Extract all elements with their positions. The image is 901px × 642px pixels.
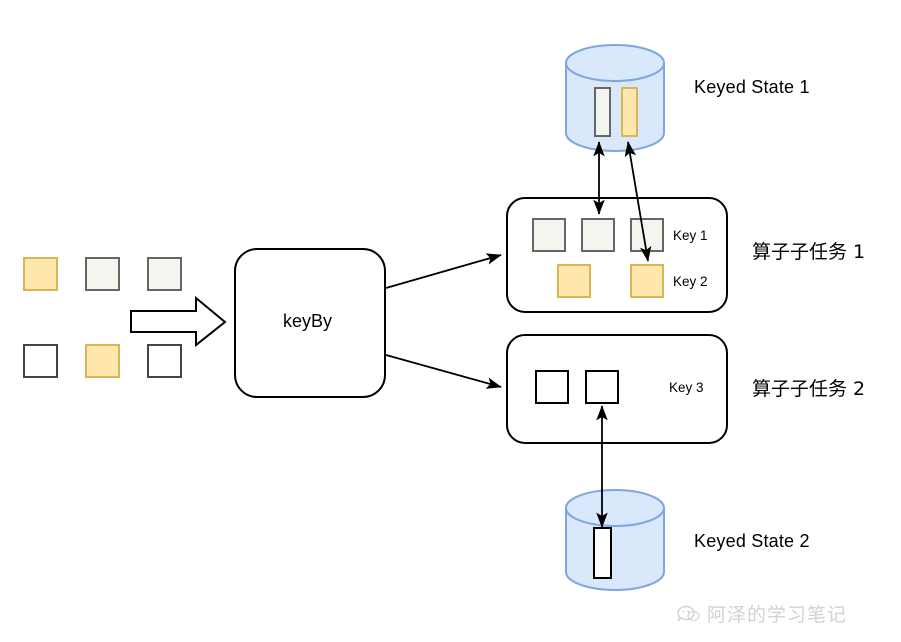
state1-bar-gray	[594, 87, 611, 137]
keyed-state-2-cylinder-body	[565, 507, 665, 591]
key2-square-2	[630, 264, 664, 298]
key1-square-2	[581, 218, 615, 252]
record-gray-2	[147, 257, 182, 291]
arrow-keyby-to-subtask-2	[385, 354, 502, 389]
keyed-state-1-cylinder-top	[565, 44, 665, 82]
record-white-2	[147, 344, 182, 378]
arrow-state1-yellow-to-key2	[624, 141, 652, 262]
record-yellow-1	[23, 257, 58, 291]
key2-square-1	[557, 264, 591, 298]
key3-square-2	[585, 370, 619, 404]
big-right-arrow-icon	[130, 295, 227, 348]
keyed-state-1-cylinder-body	[565, 62, 665, 152]
watermark-text: 阿泽的学习笔记	[707, 604, 848, 626]
operator-subtask-1-box[interactable]	[506, 197, 728, 313]
record-gray-1	[85, 257, 120, 291]
keyed-state-1-label: Keyed State 1	[694, 77, 810, 97]
keyed-state-2-cylinder-top	[565, 489, 665, 527]
operator-subtask-1-label: 算子子任务 1	[752, 241, 866, 263]
operator-subtask-2-label: 算子子任务 2	[752, 378, 866, 400]
key1-square-1	[532, 218, 566, 252]
key1-square-3	[630, 218, 664, 252]
record-yellow-2	[85, 344, 120, 378]
key-3-label: Key 3	[669, 380, 704, 395]
state1-bar-yellow	[621, 87, 638, 137]
watermark: 阿泽的学习笔记	[676, 600, 847, 627]
record-white-1	[23, 344, 58, 378]
keyby-box[interactable]	[234, 248, 386, 398]
key-1-label: Key 1	[673, 228, 708, 243]
keyby-label: keyBy	[283, 311, 333, 331]
key3-square-1	[535, 370, 569, 404]
wechat-icon	[676, 604, 700, 624]
state2-bar-white	[593, 527, 612, 579]
keyed-state-2-label: Keyed State 2	[694, 531, 810, 551]
arrow-keyby-to-subtask-1	[385, 253, 502, 289]
key-2-label: Key 2	[673, 274, 708, 289]
